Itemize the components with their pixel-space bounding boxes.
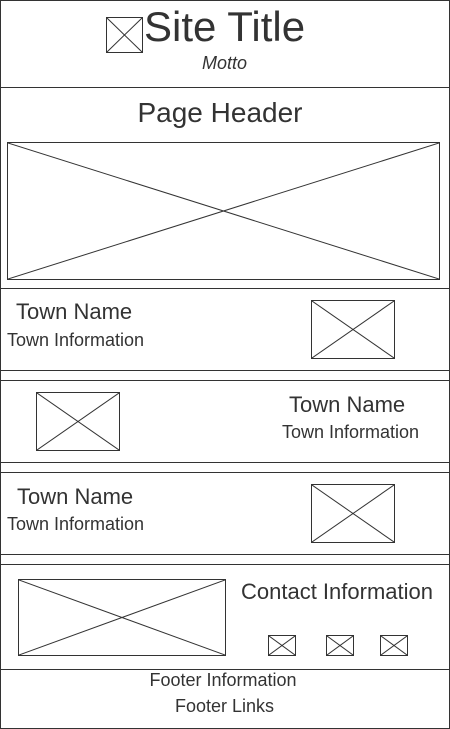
town-image-placeholder[interactable] — [36, 392, 120, 451]
map-image-placeholder[interactable] — [18, 579, 226, 656]
logo-image-placeholder[interactable] — [106, 17, 143, 53]
town-name[interactable]: Town Name — [16, 299, 133, 324]
contact-information-title: Contact Information — [241, 579, 433, 604]
town-image-placeholder[interactable] — [311, 300, 395, 359]
footer-links[interactable]: Footer Links — [174, 696, 275, 716]
hero-image-placeholder — [7, 142, 440, 280]
social-icon-placeholder[interactable] — [268, 635, 296, 656]
social-icon-placeholder[interactable] — [380, 635, 408, 656]
town-name[interactable]: Town Name — [17, 484, 134, 509]
site-title[interactable]: Site Title — [144, 3, 306, 50]
town-name[interactable]: Town Name — [289, 392, 406, 417]
town-information: Town Information — [7, 514, 145, 534]
town-information: Town Information — [282, 422, 420, 442]
footer-information: Footer Information — [149, 670, 297, 690]
town-information: Town Information — [7, 330, 145, 350]
social-icon-placeholder[interactable] — [326, 635, 354, 656]
site-motto: Motto — [202, 53, 248, 73]
town-image-placeholder[interactable] — [311, 484, 395, 543]
site-header — [0, 0, 450, 88]
site-footer — [0, 669, 450, 729]
page-header-title: Page Header — [137, 97, 303, 128]
